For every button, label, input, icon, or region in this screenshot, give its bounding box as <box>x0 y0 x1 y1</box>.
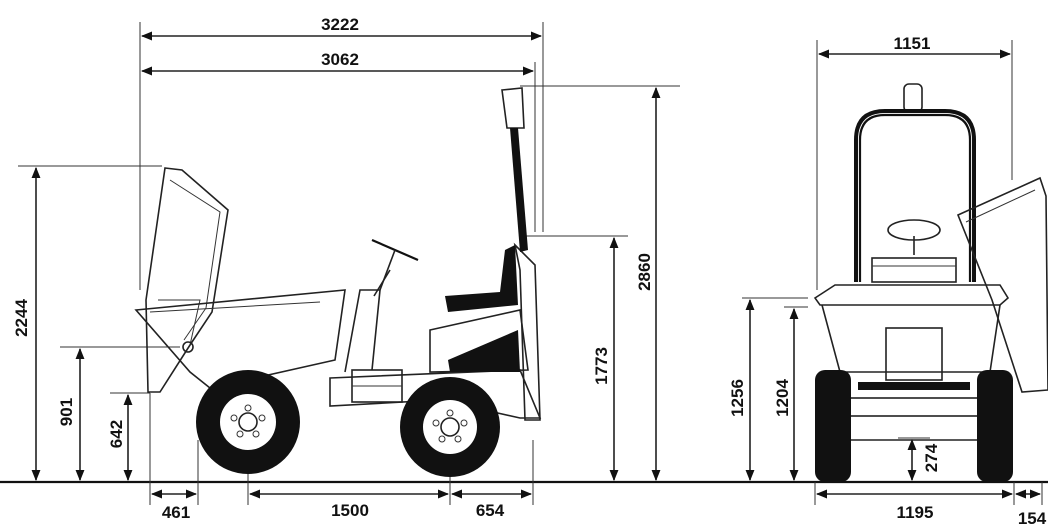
front-steering <box>871 219 957 283</box>
label-1500: 1500 <box>331 501 369 520</box>
label-154: 154 <box>1018 509 1047 528</box>
chassis <box>134 242 542 421</box>
label-3222: 3222 <box>321 15 359 34</box>
front-axle <box>849 397 979 441</box>
label-461: 461 <box>162 503 190 522</box>
front-left-tyre <box>815 370 851 482</box>
label-3062: 3062 <box>321 50 359 69</box>
raised-skip <box>145 167 229 393</box>
label-1151: 1151 <box>894 34 931 53</box>
front-right-tyre <box>977 370 1013 482</box>
rops-frame <box>501 87 528 252</box>
label-901: 901 <box>57 398 76 426</box>
label-2860: 2860 <box>635 253 654 291</box>
rear-wheel <box>400 377 500 477</box>
label-274: 274 <box>922 443 941 472</box>
seat <box>445 245 518 312</box>
label-654: 654 <box>476 501 505 520</box>
front-wheel <box>196 370 300 474</box>
front-view: 1151 1256 1204 274 1195 154 <box>728 34 1048 528</box>
front-skip <box>813 284 1010 390</box>
front-rops <box>854 83 976 282</box>
label-1773: 1773 <box>592 347 611 385</box>
label-2244: 2244 <box>12 299 31 337</box>
label-1195: 1195 <box>897 503 934 522</box>
front-skip-tilted <box>956 176 1048 393</box>
side-view: 3222 3062 2244 901 642 2860 1773 461 150… <box>12 15 680 522</box>
label-1204: 1204 <box>773 379 792 417</box>
label-1256: 1256 <box>728 379 747 417</box>
steering-wheel <box>371 238 419 297</box>
label-642: 642 <box>107 420 126 448</box>
